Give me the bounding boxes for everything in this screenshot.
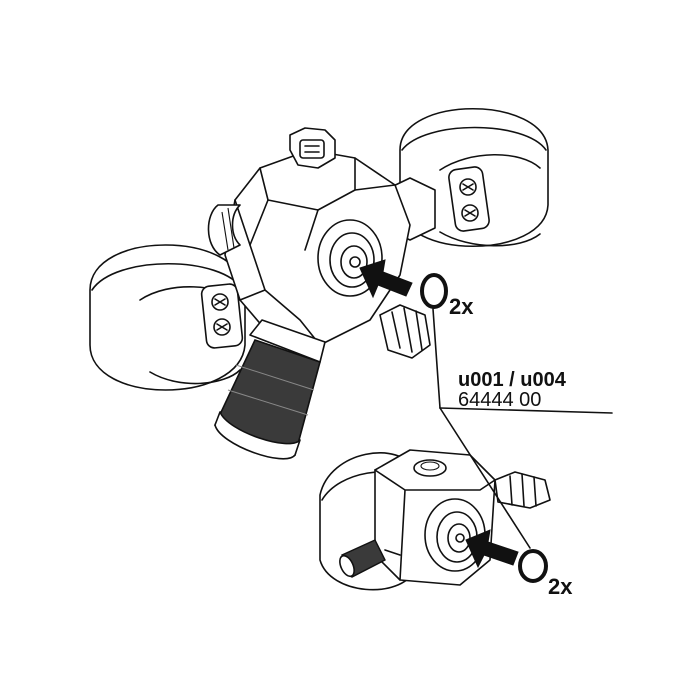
arrow-lower <box>465 529 519 569</box>
part-number-label: 64444 00 <box>458 389 541 411</box>
dual-gauge-regulator <box>89 107 549 460</box>
single-regulator <box>319 449 551 591</box>
quantity-label-upper: 2x <box>449 294 474 319</box>
model-codes-label: u001 / u004 <box>458 369 567 391</box>
arrow-upper <box>359 259 413 299</box>
regulator-body <box>207 127 411 346</box>
lower-right-fitting <box>379 304 431 359</box>
leader-lines <box>432 308 613 549</box>
adjustment-knob <box>213 319 326 460</box>
quantity-label-lower: 2x <box>548 574 573 599</box>
sealing-ring-lower <box>518 549 548 583</box>
right-pressure-gauge <box>399 107 549 248</box>
left-pressure-gauge <box>89 244 246 391</box>
sealing-ring-upper <box>420 273 448 309</box>
